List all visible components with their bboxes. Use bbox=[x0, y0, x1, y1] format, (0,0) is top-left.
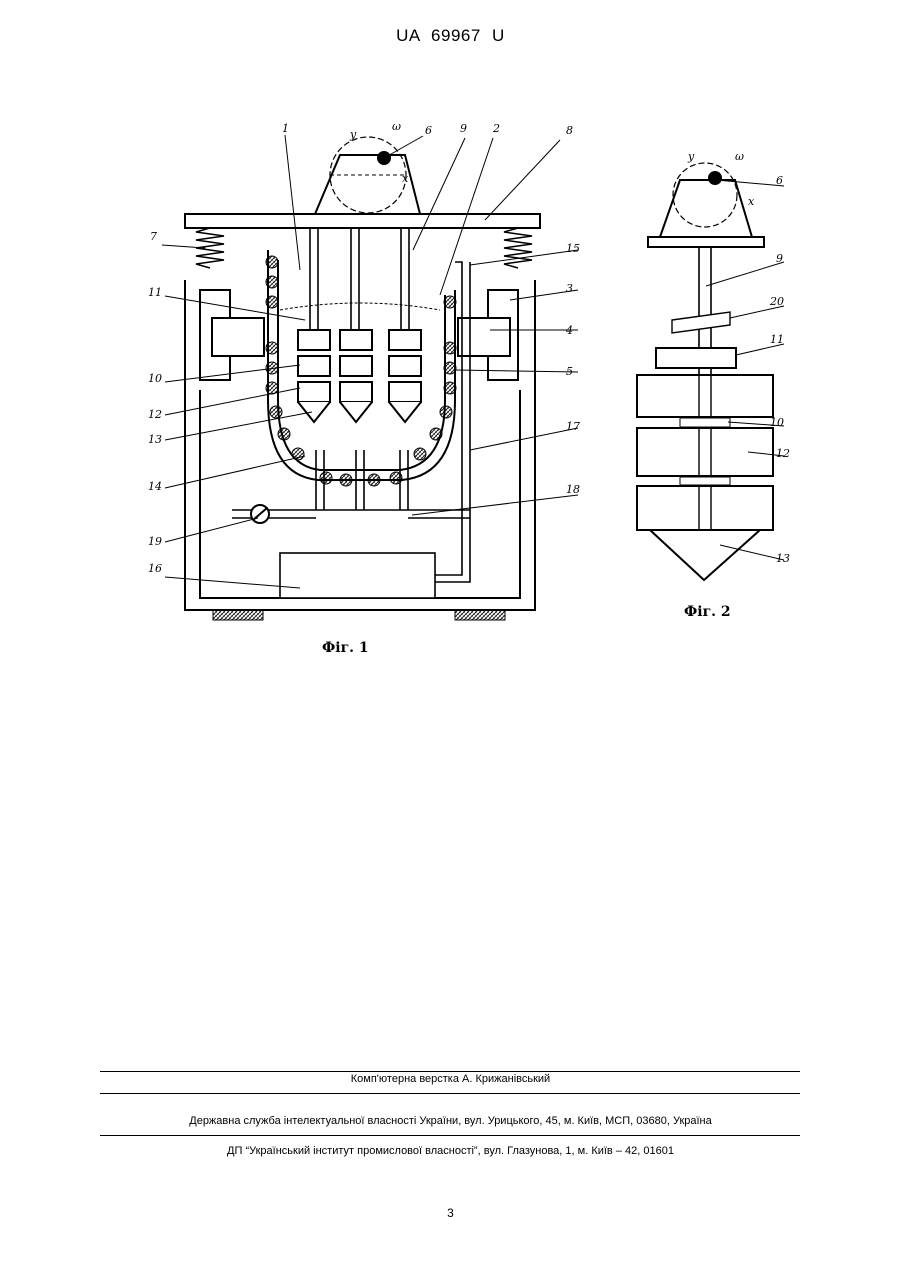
footer-rule-top bbox=[100, 1071, 800, 1072]
fig1-caption: Фіг. 1 bbox=[322, 640, 369, 656]
footer-rule-middle bbox=[100, 1093, 800, 1094]
fig1-label-16: 16 bbox=[148, 562, 162, 575]
fig1-axis-y: y bbox=[349, 128, 357, 141]
fig1-label-10: 10 bbox=[148, 372, 162, 385]
fig2-label-13: 13 bbox=[776, 552, 790, 565]
fig2-omega: ω bbox=[735, 150, 744, 163]
fig1-label-2: 2 bbox=[492, 122, 500, 135]
fig1-label-12: 12 bbox=[148, 408, 162, 421]
fig2-label-20: 20 bbox=[769, 295, 784, 308]
figure-2-drawing bbox=[637, 163, 784, 580]
patent-drawings: 1 9 2 8 6 7 15 11 3 4 10 5 12 13 17 14 1… bbox=[0, 0, 901, 700]
footer-layout-credit: Комп'ютерна верстка А. Крижанівський bbox=[0, 1073, 901, 1085]
fig1-label-5: 5 bbox=[566, 365, 573, 378]
fig1-label-17: 17 bbox=[566, 420, 580, 433]
fig2-label-10: 10 bbox=[770, 416, 784, 429]
fig1-axis-x: x bbox=[402, 172, 409, 185]
fig2-axis-x: x bbox=[748, 195, 755, 208]
footer-institute: ДП “Український інститут промислової вла… bbox=[0, 1145, 901, 1157]
fig2-label-11: 11 bbox=[770, 333, 784, 346]
fig2-label-9: 9 bbox=[776, 252, 783, 265]
fig1-label-1: 1 bbox=[282, 122, 289, 135]
fig1-label-4: 4 bbox=[565, 324, 573, 337]
fig1-label-8: 8 bbox=[566, 124, 573, 137]
figure-1-drawing bbox=[162, 135, 578, 620]
fig2-label-12: 12 bbox=[776, 447, 790, 460]
fig1-label-7: 7 bbox=[150, 230, 157, 243]
fig1-omega: ω bbox=[392, 120, 401, 133]
page-number: 3 bbox=[0, 1206, 901, 1220]
fig1-label-11: 11 bbox=[148, 286, 162, 299]
footer-patent-office: Державна служба інтелектуальної власност… bbox=[0, 1115, 901, 1127]
fig1-label-6: 6 bbox=[425, 124, 432, 137]
fig1-label-3: 3 bbox=[566, 282, 573, 295]
fig2-caption: Фіг. 2 bbox=[684, 604, 731, 620]
fig1-label-18: 18 bbox=[566, 483, 580, 496]
fig1-label-14: 14 bbox=[148, 480, 162, 493]
fig2-label-6: 6 bbox=[776, 174, 783, 187]
footer-rule-bottom bbox=[100, 1135, 800, 1136]
fig1-label-15: 15 bbox=[566, 242, 580, 255]
fig2-axis-y: y bbox=[687, 150, 695, 163]
fig1-label-9: 9 bbox=[460, 122, 467, 135]
fig1-label-13: 13 bbox=[148, 433, 162, 446]
fig1-label-19: 19 bbox=[148, 535, 162, 548]
